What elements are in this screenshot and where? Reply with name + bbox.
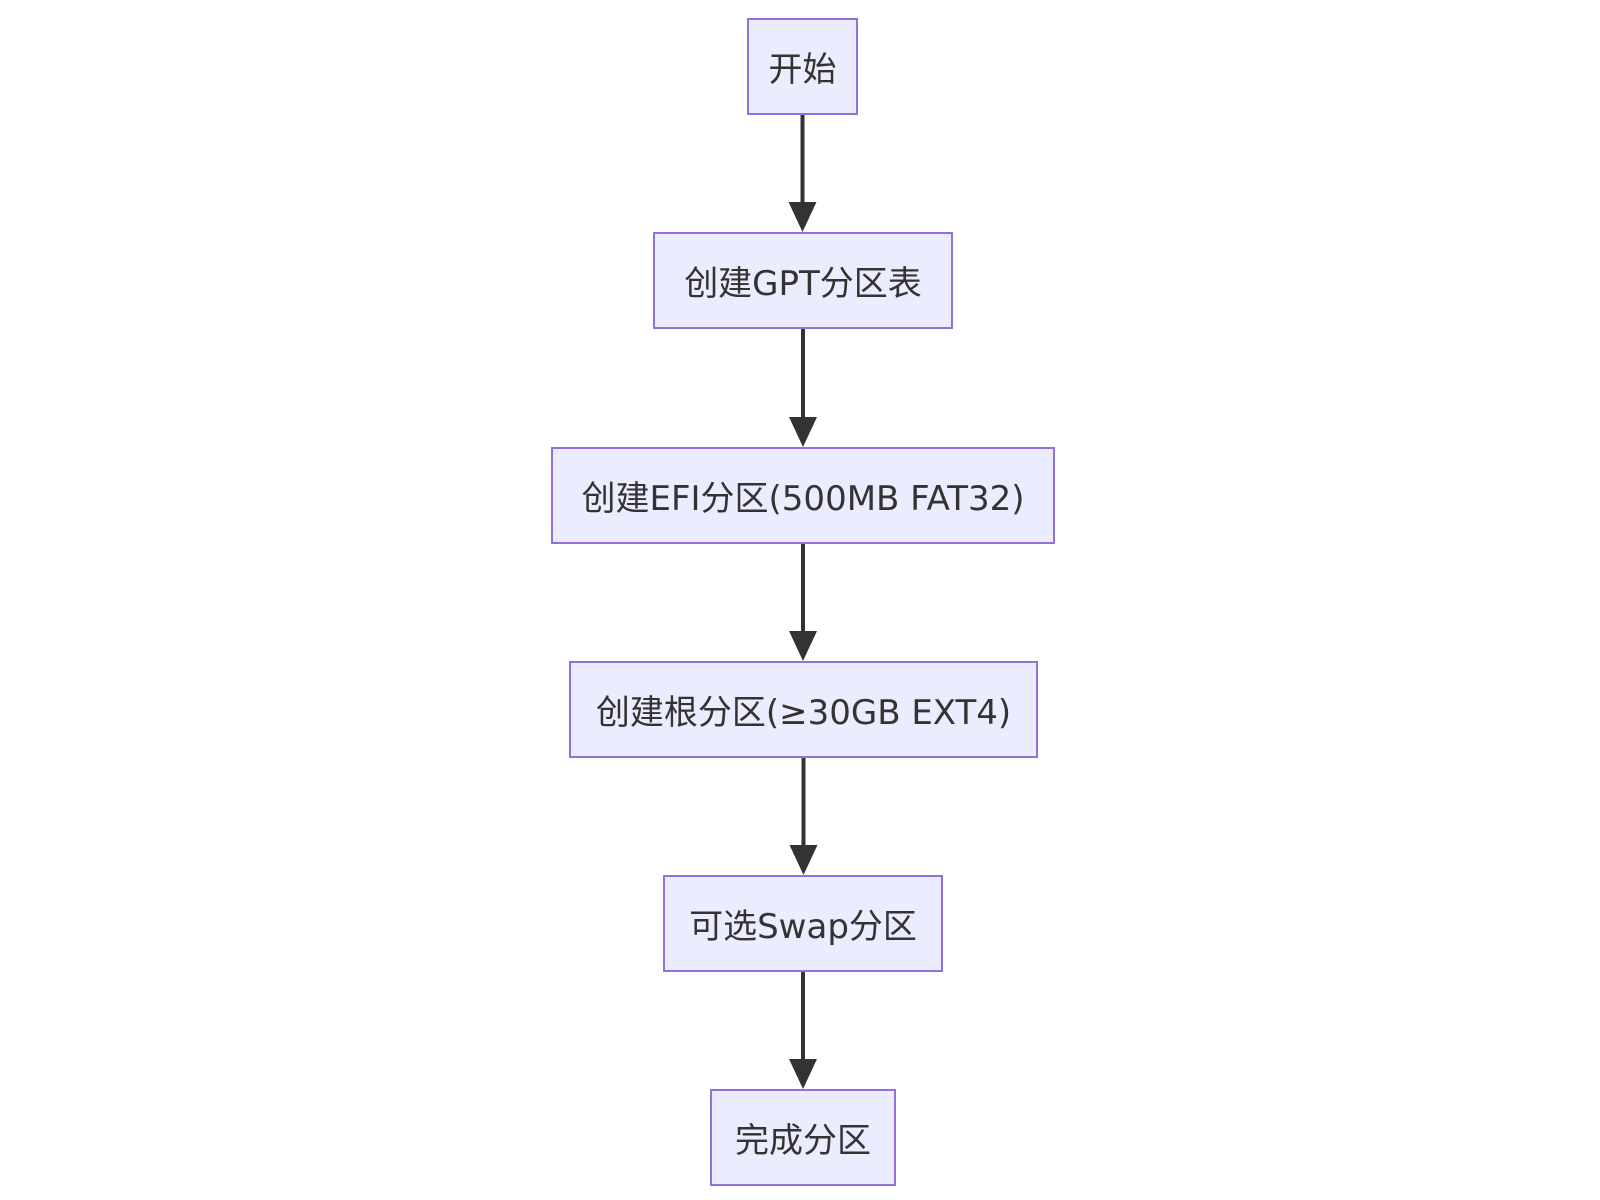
node-optional-swap-label: 可选Swap分区 [689, 907, 917, 947]
node-create-gpt-table: 创建GPT分区表 [653, 232, 953, 329]
node-create-efi-partition: 创建EFI分区(500MB FAT32) [551, 447, 1055, 544]
edge-arrowhead-gpt-to-efi [789, 417, 817, 447]
node-start-label: 开始 [768, 50, 837, 90]
node-partition-complete: 完成分区 [710, 1089, 896, 1186]
edge-arrowhead-start-to-gpt [788, 202, 817, 232]
node-partition-complete-label: 完成分区 [735, 1121, 871, 1161]
edge-arrowhead-efi-to-root [789, 631, 817, 661]
node-create-gpt-table-label: 创建GPT分区表 [684, 264, 922, 304]
node-create-root-partition: 创建根分区(≥30GB EXT4) [569, 661, 1038, 758]
edge-arrowhead-swap-to-done [789, 1059, 817, 1089]
node-create-efi-partition-label: 创建EFI分区(500MB FAT32) [581, 479, 1025, 519]
node-create-root-partition-label: 创建根分区(≥30GB EXT4) [595, 693, 1012, 733]
node-start: 开始 [747, 18, 858, 115]
node-optional-swap: 可选Swap分区 [663, 875, 943, 972]
edge-arrowhead-root-to-swap [789, 845, 818, 875]
